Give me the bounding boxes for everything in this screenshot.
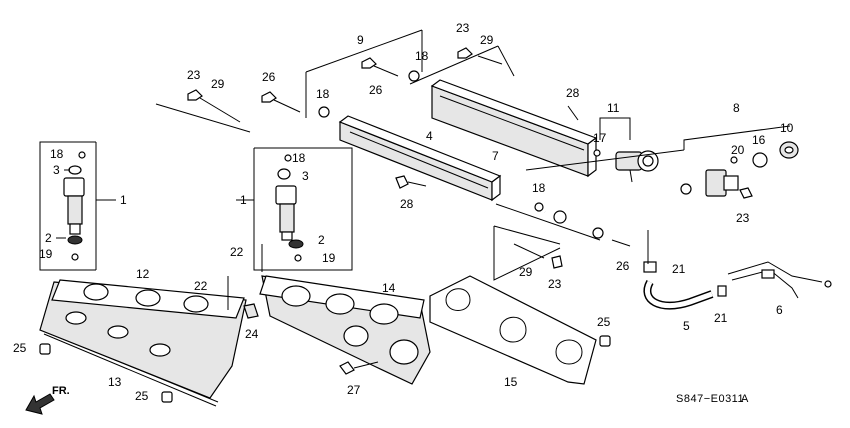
callout-23: 23: [736, 211, 750, 225]
diagram-code-suffix: A: [741, 393, 749, 405]
callout-2: 2: [45, 231, 52, 245]
injector-right: [275, 154, 304, 262]
manifold-14: [259, 275, 431, 385]
callout-27: 27: [347, 383, 361, 397]
callout-22: 22: [194, 279, 208, 293]
callout-1: 1: [120, 193, 127, 207]
callout-6: 6: [776, 303, 783, 317]
callout-23: 23: [456, 21, 470, 35]
callout-23: 23: [187, 68, 201, 82]
callout-23: 23: [548, 277, 562, 291]
fuel-rail: [338, 115, 502, 202]
callout-20: 20: [731, 143, 745, 157]
callout-29: 29: [211, 77, 225, 91]
callout-29: 29: [480, 33, 494, 47]
callout-18: 18: [50, 147, 64, 161]
callout-25: 25: [597, 315, 611, 329]
callout-5: 5: [683, 319, 690, 333]
rail-cover: [430, 79, 598, 178]
callout-26: 26: [616, 259, 630, 273]
callout-14: 14: [382, 281, 396, 295]
callout-28: 28: [566, 86, 580, 100]
callout-26: 26: [262, 70, 276, 84]
callout-9: 9: [357, 33, 364, 47]
callout-11: 11: [607, 101, 620, 115]
callout-12: 12: [136, 267, 150, 281]
callout-16: 16: [752, 133, 766, 147]
front-label: FR.: [52, 385, 70, 397]
callout-29: 29: [519, 265, 533, 279]
callout-22: 22: [230, 245, 244, 259]
callout-2: 2: [318, 233, 325, 247]
callout-18: 18: [415, 49, 429, 63]
manifold-12: [39, 279, 247, 399]
fasteners: [39, 47, 753, 403]
callout-labels: 1 1 2 2 3 3 4 5 6 7 8 9 10 11 12 13 14 1…: [13, 21, 794, 403]
fuel-feed-hose: [544, 183, 692, 239]
front-direction-arrow: FR.: [25, 385, 70, 415]
callout-10: 10: [780, 121, 794, 135]
callout-21: 21: [714, 311, 728, 325]
callout-19: 19: [322, 251, 336, 265]
callout-18: 18: [316, 87, 330, 101]
callout-25: 25: [135, 389, 149, 403]
callout-19: 19: [39, 247, 53, 261]
callout-17: 17: [593, 131, 607, 145]
callout-26: 26: [369, 83, 383, 97]
diagram-code: S847−E0311 A: [676, 393, 749, 405]
callout-18: 18: [292, 151, 306, 165]
callout-15: 15: [504, 375, 518, 389]
diagram-code-text: S847−E0311: [676, 393, 744, 405]
vacuum-tube: [727, 261, 832, 299]
callout-21: 21: [672, 262, 686, 276]
callout-3: 3: [53, 163, 60, 177]
leader-lines: [39, 29, 791, 281]
hose-5: [643, 280, 714, 310]
callout-28: 28: [400, 197, 414, 211]
gasket-15: [429, 275, 597, 385]
callout-3: 3: [302, 169, 309, 183]
callout-7: 7: [492, 149, 499, 163]
callout-4: 4: [426, 129, 433, 143]
callout-25: 25: [13, 341, 27, 355]
callout-13: 13: [108, 375, 122, 389]
callout-1: 1: [240, 193, 247, 207]
callout-8: 8: [733, 101, 740, 115]
callout-18: 18: [532, 181, 546, 195]
callout-24: 24: [245, 327, 259, 341]
purge-control-solenoid: [705, 141, 799, 197]
injector-left: [63, 151, 86, 261]
